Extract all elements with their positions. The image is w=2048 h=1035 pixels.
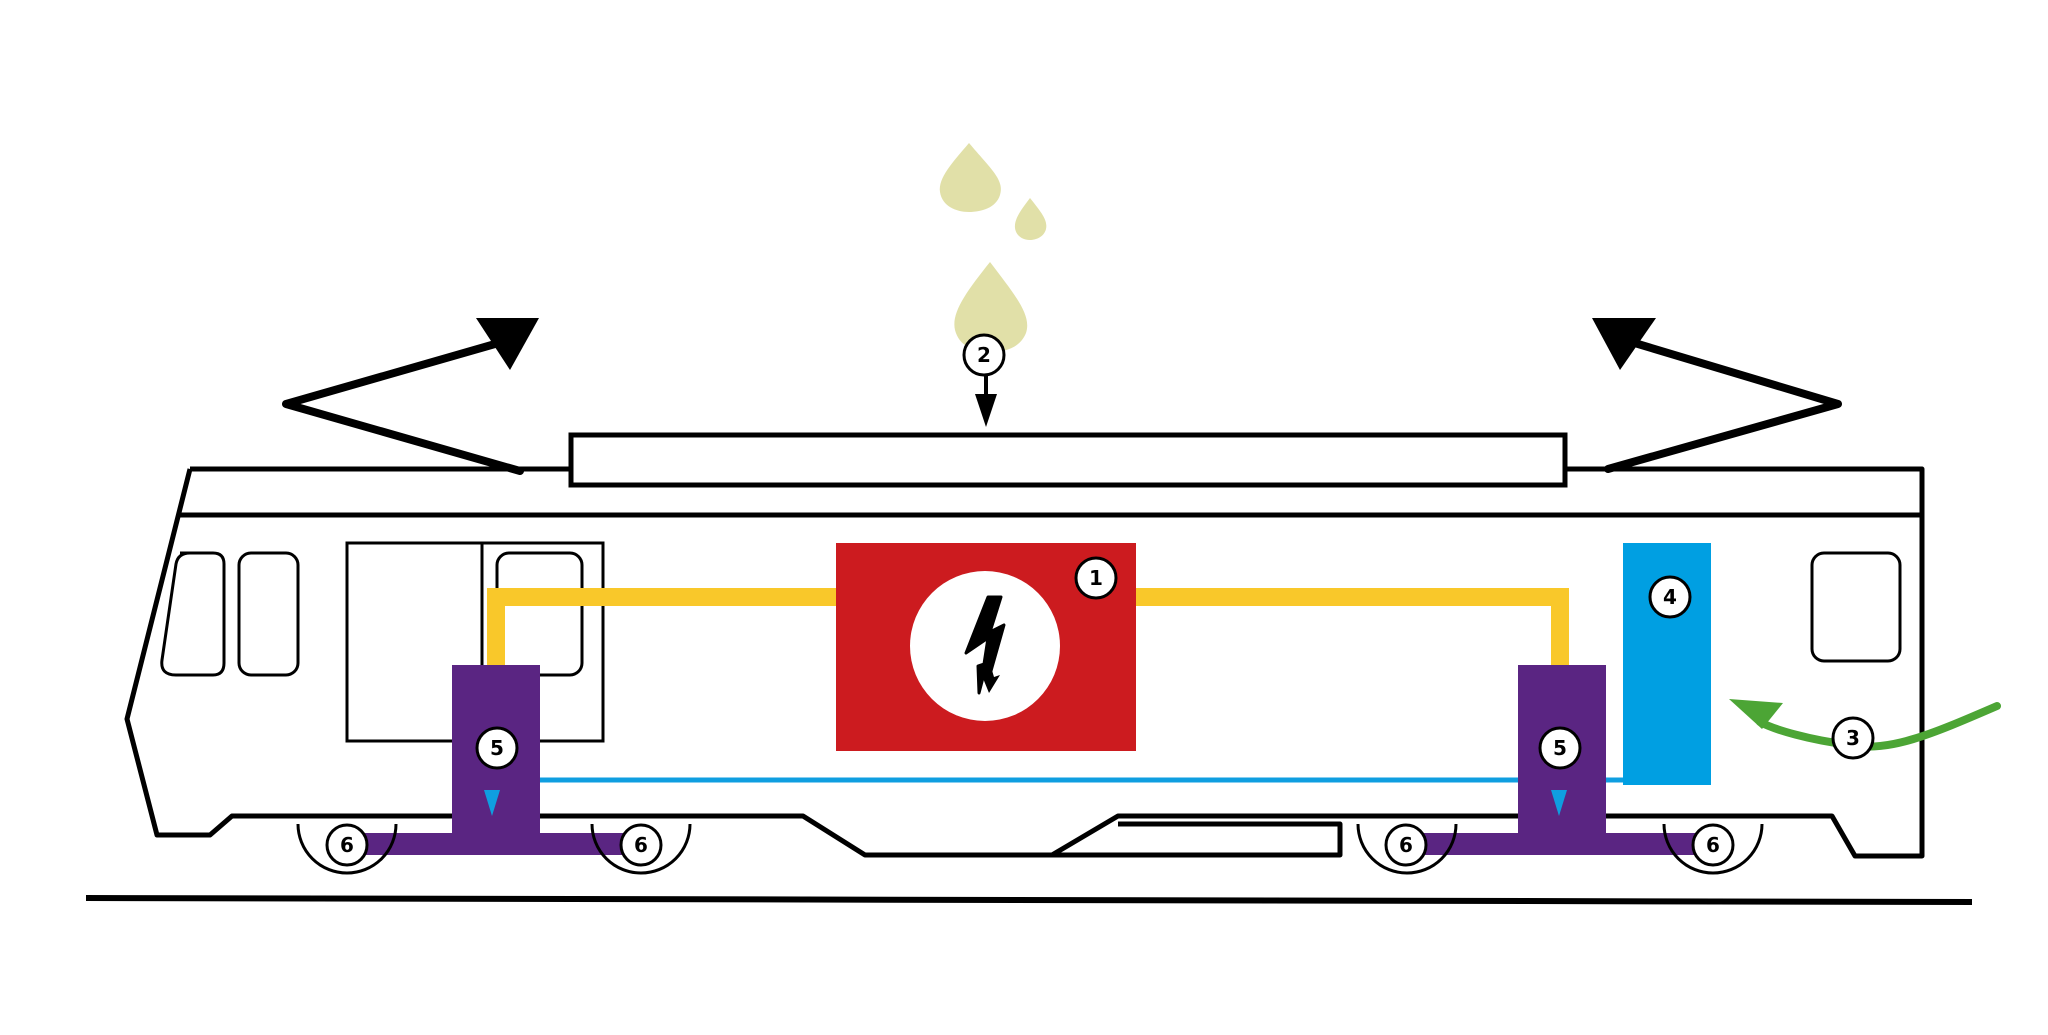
marker-battery: 4: [1648, 575, 1692, 619]
marker-label: 5: [490, 736, 504, 760]
marker-wheel-1: 6: [325, 823, 369, 867]
marker-label: 1: [1089, 566, 1103, 590]
fuel-drop-icon: [939, 143, 1047, 352]
battery-arrowhead-rear: [1551, 790, 1567, 816]
rail-track: [85, 895, 1973, 905]
roof-equipment-box: [568, 432, 1568, 488]
marker-label: 3: [1846, 726, 1860, 750]
marker-circle: [1074, 556, 1118, 600]
marker-circle: [1831, 716, 1875, 760]
windows: [160, 551, 1902, 677]
marker-circle: [1384, 823, 1428, 867]
marker-circle: [1538, 726, 1582, 770]
battery-feed-line: [489, 777, 1623, 800]
marker-label: 6: [1706, 833, 1720, 857]
marker-motor-rear: 5: [1538, 726, 1582, 770]
marker-label: 4: [1663, 585, 1677, 609]
marker-generator: 1: [1074, 556, 1118, 600]
marker-circle: [1648, 575, 1692, 619]
marker-circle: [475, 726, 519, 770]
marker-label: 2: [977, 343, 991, 367]
marker-circle: [619, 823, 663, 867]
pantograph-left: [282, 318, 539, 475]
marker-circle: [1691, 823, 1735, 867]
marker-energy-recovery: 3: [1831, 716, 1875, 760]
marker-wheel-3: 6: [1384, 823, 1428, 867]
pantograph-right: [1592, 318, 1842, 473]
power-cable: [487, 588, 1569, 670]
marker-label: 6: [340, 833, 354, 857]
marker-circle: [325, 823, 369, 867]
number-markers: 1 2 3 4 5 5 6 6 6 6: [325, 333, 1875, 867]
marker-label: 6: [1399, 833, 1413, 857]
marker-label: 6: [634, 833, 648, 857]
fuel-input-arrow: [975, 372, 997, 427]
marker-wheel-2: 6: [619, 823, 663, 867]
marker-label: 5: [1553, 736, 1567, 760]
marker-wheel-4: 6: [1691, 823, 1735, 867]
marker-motor-front: 5: [475, 726, 519, 770]
wheels: [296, 823, 1764, 875]
lightning-bolt-icon: [964, 595, 1006, 695]
battery-arrowhead-front: [484, 790, 500, 816]
marker-circle: [962, 333, 1006, 377]
marker-fuel-input: 2: [962, 333, 1006, 377]
